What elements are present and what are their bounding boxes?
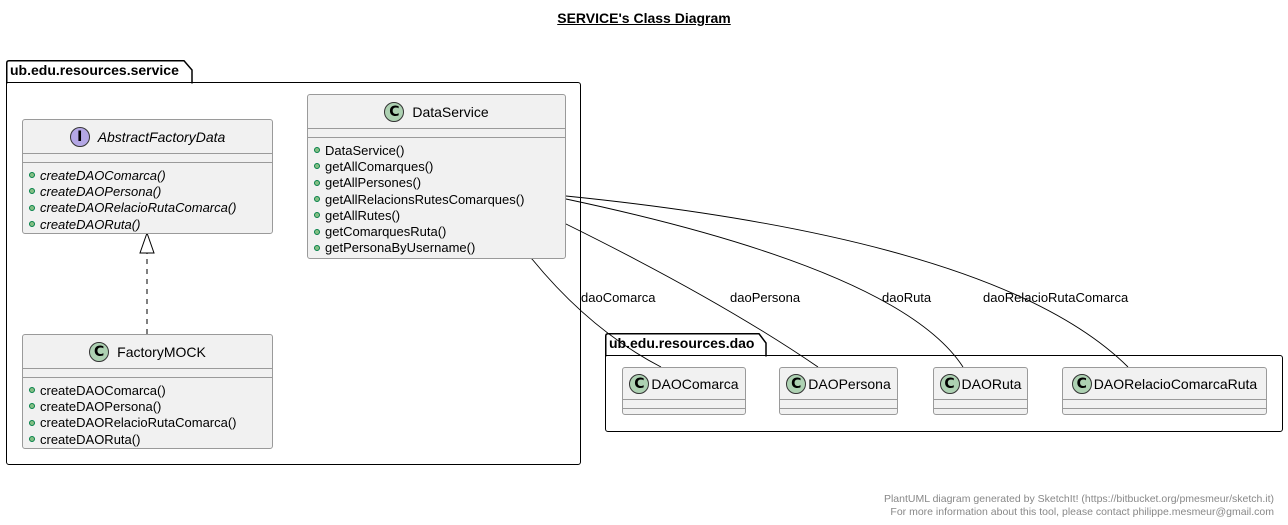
- class-factory-mock[interactable]: C FactoryMOCK createDAOComarca() createD…: [22, 334, 273, 449]
- package-service: [6, 82, 581, 465]
- public-method-icon: [29, 419, 35, 426]
- class-name: DAORuta: [961, 375, 1022, 392]
- class-header: C DAOComarca: [623, 368, 745, 400]
- class-icon: C: [1071, 373, 1092, 394]
- public-method-icon: [314, 163, 320, 170]
- class-icon: C: [786, 373, 807, 394]
- public-method-icon: [314, 196, 320, 203]
- method-item: getAllRutes(): [314, 207, 559, 223]
- class-dao-relacio-comarca-ruta[interactable]: C DAORelacioComarcaRuta: [1062, 367, 1267, 415]
- public-method-icon: [314, 244, 320, 251]
- methods-section: createDAOComarca() createDAOPersona() cr…: [23, 378, 272, 451]
- method-item: createDAORelacioRutaComarca(): [29, 415, 266, 431]
- class-header: C DAORuta: [934, 368, 1027, 400]
- class-header: C DataService: [308, 95, 565, 129]
- class-dao-ruta[interactable]: C DAORuta: [933, 367, 1028, 415]
- class-icon: C: [939, 373, 960, 394]
- class-icon: C: [89, 341, 110, 362]
- method-item: getPersonaByUsername(): [314, 240, 559, 256]
- footer-line-1: PlantUML diagram generated by SketchIt! …: [883, 493, 1274, 505]
- public-method-icon: [29, 188, 35, 195]
- class-header: C FactoryMOCK: [23, 335, 272, 369]
- class-name: FactoryMOCK: [117, 343, 206, 360]
- method-item: createDAORuta(): [29, 216, 266, 232]
- method-item: createDAOPersona(): [29, 398, 266, 414]
- aggregation-dao-persona: [556, 218, 819, 368]
- method-item: getAllPersones(): [314, 175, 559, 191]
- class-header: C DAOPersona: [780, 368, 897, 400]
- method-item: createDAOPersona(): [29, 183, 266, 199]
- package-tab-shape: [605, 333, 767, 357]
- public-method-icon: [314, 228, 320, 235]
- class-name: DataService: [412, 103, 489, 120]
- class-header: I AbstractFactoryData: [23, 120, 272, 154]
- public-method-icon: [29, 172, 35, 179]
- method-item: createDAOComarca(): [29, 167, 266, 183]
- attributes-section: [23, 154, 272, 163]
- interface-icon: I: [69, 126, 90, 147]
- methods-section: [1063, 409, 1266, 417]
- method-item: createDAORelacioRutaComarca(): [29, 200, 266, 216]
- aggregation-dao-ruta: [555, 194, 964, 368]
- class-icon: C: [629, 373, 650, 394]
- public-method-icon: [29, 387, 35, 394]
- method-item: createDAOComarca(): [29, 382, 266, 398]
- public-method-icon: [314, 179, 320, 186]
- public-method-icon: [29, 221, 35, 228]
- attributes-section: [623, 400, 745, 409]
- class-header: C DAORelacioComarcaRuta: [1063, 368, 1266, 400]
- public-method-icon: [29, 204, 35, 211]
- methods-section: createDAOComarca() createDAOPersona() cr…: [23, 163, 272, 236]
- class-dao-persona[interactable]: C DAOPersona: [779, 367, 898, 415]
- attributes-section: [934, 400, 1027, 409]
- aggregation-dao-comarca: [525, 250, 662, 368]
- realization-arrowhead: [139, 231, 155, 254]
- class-abstract-factory-data[interactable]: I AbstractFactoryData createDAOComarca()…: [22, 119, 273, 234]
- class-name: AbstractFactoryData: [97, 128, 226, 145]
- method-item: getComarquesRuta(): [314, 223, 559, 239]
- attributes-section: [780, 400, 897, 409]
- method-item: getAllRelacionsRutesComarques(): [314, 191, 559, 207]
- public-method-icon: [314, 147, 320, 154]
- attributes-section: [308, 129, 565, 138]
- class-icon: C: [384, 101, 405, 122]
- method-item: getAllComarques(): [314, 158, 559, 174]
- methods-section: [623, 409, 745, 417]
- relation-label-dao-ruta: daoRuta: [882, 290, 932, 305]
- footer-note: PlantUML diagram generated by SketchIt! …: [884, 493, 1274, 519]
- class-name: DAORelacioComarcaRuta: [1093, 375, 1258, 392]
- relation-label-dao-comarca: daoComarca: [581, 290, 656, 305]
- package-name: ub.edu.resources.dao: [609, 335, 755, 351]
- public-method-icon: [29, 403, 35, 410]
- diagram-title: SERVICE's Class Diagram: [557, 10, 731, 26]
- footer-line-2: For more information about this tool, pl…: [890, 506, 1274, 518]
- class-data-service[interactable]: C DataService DataService() getAllComarq…: [307, 94, 566, 259]
- public-method-icon: [29, 436, 35, 443]
- package-tab-dao: ub.edu.resources.dao: [605, 333, 767, 357]
- package-tab-service: ub.edu.resources.service: [6, 60, 193, 84]
- package-tab-shape: [6, 60, 193, 84]
- method-item: DataService(): [314, 142, 559, 158]
- class-dao-comarca[interactable]: C DAOComarca: [622, 367, 746, 415]
- relation-label-dao-persona: daoPersona: [730, 290, 801, 305]
- attributes-section: [1063, 400, 1266, 409]
- methods-section: [934, 409, 1027, 417]
- attributes-section: [23, 369, 272, 378]
- public-method-icon: [314, 212, 320, 219]
- relation-label-dao-relacio: daoRelacioRutaComarca: [983, 290, 1129, 305]
- methods-section: [780, 409, 897, 417]
- class-name: DAOComarca: [651, 375, 739, 392]
- methods-section: DataService() getAllComarques() getAllPe…: [308, 138, 565, 260]
- aggregation-dao-relacio: [555, 192, 1129, 368]
- package-name: ub.edu.resources.service: [10, 62, 179, 78]
- package-dao: [605, 355, 1283, 432]
- class-name: DAOPersona: [808, 375, 891, 392]
- method-item: createDAORuta(): [29, 431, 266, 447]
